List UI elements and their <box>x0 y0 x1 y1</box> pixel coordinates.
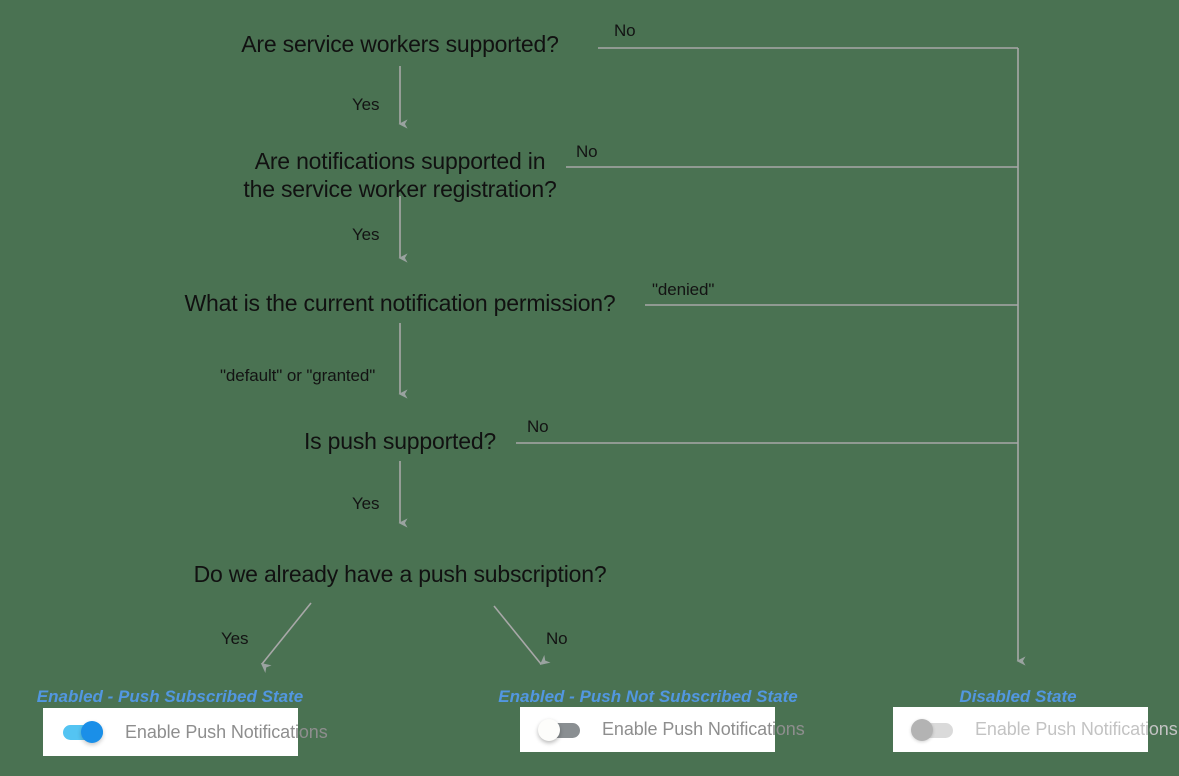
state-label-push-subscribed: Enabled - Push Subscribed State <box>36 687 304 706</box>
toggle-card-push-subscribed[interactable]: Enable Push Notifications <box>43 708 328 756</box>
edge-sub-no <box>493 605 551 665</box>
edge-label-sub-no: No <box>546 629 568 648</box>
state-label-push-not-subscribed: Enabled - Push Not Subscribed State <box>498 687 798 706</box>
toggle-knob <box>538 718 560 741</box>
edge-label-sw-yes: Yes <box>352 95 380 114</box>
toggle-knob <box>81 721 103 743</box>
edge-label-perm-default-granted: "default" or "granted" <box>220 366 376 385</box>
push-subscribed-toggle-label: Enable Push Notifications <box>125 721 328 742</box>
edge-sub-yes <box>260 602 312 673</box>
edge-label-push-no: No <box>527 417 549 436</box>
edge-label-perm-denied: "denied" <box>652 280 715 299</box>
node-notification-permission-text: What is the current notification permiss… <box>184 290 616 316</box>
node-service-workers-text: Are service workers supported? <box>241 31 559 57</box>
node-notification-permission: What is the current notification permiss… <box>166 290 634 317</box>
node-push-supported: Is push supported? <box>280 428 520 455</box>
node-existing-subscription: Do we already have a push subscription? <box>168 561 632 588</box>
node-notifications-in-sw-line1: Are notifications supported in <box>254 148 546 174</box>
toggle-card-disabled: Enable Push Notifications <box>893 707 1178 752</box>
node-push-supported-text: Is push supported? <box>303 428 497 454</box>
edge-label-push-yes: Yes <box>352 494 380 513</box>
node-notifications-in-sw: Are notifications supported in the servi… <box>228 147 572 203</box>
edge-label-sw-no: No <box>614 21 636 40</box>
node-notifications-in-sw-line2: the service worker registration? <box>243 176 557 203</box>
push-not-subscribed-toggle-label: Enable Push Notifications <box>602 719 805 739</box>
edge-label-notif-no: No <box>576 142 598 161</box>
edge-label-sub-yes: Yes <box>221 629 249 648</box>
toggle-knob <box>911 718 933 741</box>
push-not-subscribed-toggle[interactable] <box>538 718 584 741</box>
push-subscribed-toggle[interactable] <box>61 721 107 743</box>
toggle-card-push-not-subscribed[interactable]: Enable Push Notifications <box>520 707 805 752</box>
state-label-disabled: Disabled State <box>959 687 1077 706</box>
disabled-toggle <box>911 718 957 741</box>
node-existing-subscription-text: Do we already have a push subscription? <box>193 561 607 587</box>
node-service-workers: Are service workers supported? <box>228 31 572 58</box>
edge-label-notif-yes: Yes <box>352 225 380 244</box>
disabled-toggle-label: Enable Push Notifications <box>975 719 1178 739</box>
